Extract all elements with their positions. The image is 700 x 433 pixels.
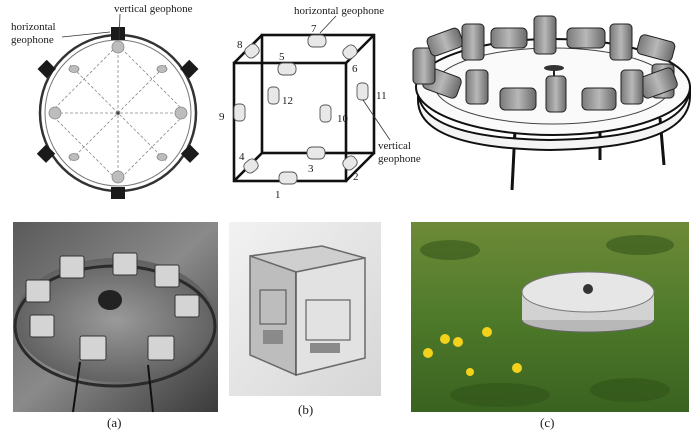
caption-a: (a)	[107, 415, 122, 430]
num-1: 1	[275, 189, 281, 201]
photo-b	[229, 222, 381, 396]
num-12: 12	[282, 95, 293, 107]
cube-numbers: 1 2 3 4 5 6 7 8 9 10 11 12	[219, 23, 387, 201]
num-10: 10	[337, 113, 349, 125]
num-11: 11	[376, 90, 387, 102]
pointer-vertical-b	[362, 99, 391, 141]
geophone-cylinders	[412, 15, 678, 113]
caption-c: (c)	[540, 415, 555, 430]
cube-geophones	[233, 34, 369, 185]
label-horizontal-line1: horizontal	[11, 21, 56, 33]
geophones-top-view	[48, 40, 188, 184]
pointer-vertical	[118, 13, 121, 41]
num-5: 5	[279, 51, 285, 63]
num-9: 9	[219, 111, 225, 123]
label-horizontal-geophone-b: horizontal geophone	[294, 5, 384, 17]
label-vertical-b-line1: vertical	[378, 140, 411, 152]
panel-c-diagram	[412, 15, 691, 191]
pointer-horizontal-b	[319, 15, 337, 34]
panel-b-diagram: 1 2 3 4 5 6 7 8 9 10 11 12 horizontal ge…	[219, 5, 421, 201]
label-vertical-b-line2: geophone	[378, 153, 421, 165]
label-vertical-geophone: vertical geophone	[114, 3, 193, 15]
mounting-lugs	[36, 27, 200, 199]
num-7: 7	[311, 23, 317, 35]
num-4: 4	[239, 151, 245, 163]
caption-b: (b)	[298, 402, 314, 417]
num-2: 2	[353, 171, 359, 183]
label-horizontal-line2: geophone	[11, 34, 54, 46]
num-6: 6	[352, 63, 358, 75]
pointer-horizontal	[61, 31, 111, 38]
photo-c	[411, 222, 689, 412]
num-8: 8	[237, 39, 243, 51]
photo-a	[13, 222, 218, 413]
panel-a-diagram: vertical geophone horizontal geophone	[11, 3, 200, 199]
num-3: 3	[308, 163, 314, 175]
